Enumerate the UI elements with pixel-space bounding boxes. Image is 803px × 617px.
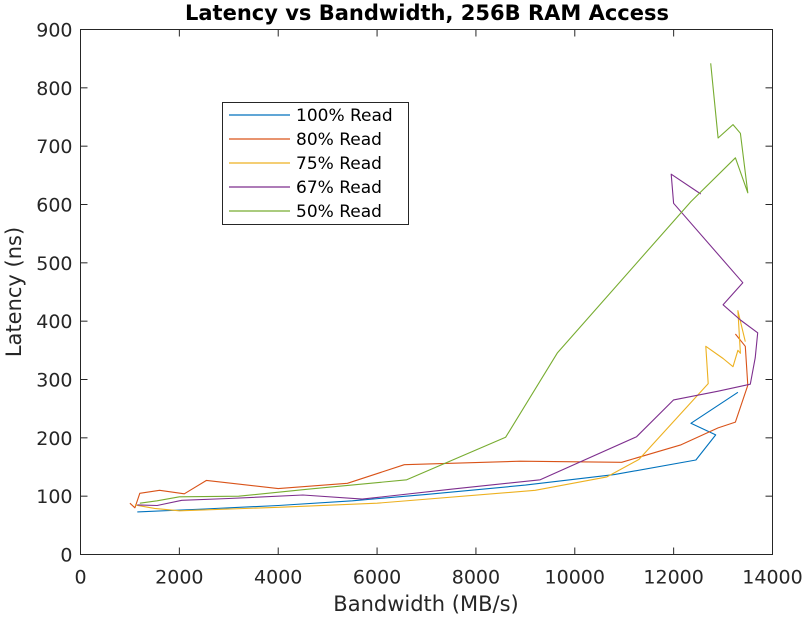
x-tick-label: 12000 [643, 567, 703, 589]
y-tick-label: 100 [36, 486, 72, 508]
x-tick-label: 8000 [452, 567, 500, 589]
series-line-1 [137, 391, 739, 513]
y-tick-label: 900 [36, 20, 72, 42]
y-tick-label: 200 [36, 428, 72, 450]
axes [80, 29, 773, 555]
legend-label-4: 67% Read [296, 178, 382, 198]
y-tick-label: 300 [36, 370, 72, 392]
plot-area [129, 63, 759, 513]
y-tick-label: 700 [36, 136, 72, 158]
ticks: 0 2000 4000 6000 8000 10000 12000 14000 0 100 200 3… [36, 20, 802, 589]
y-tick-label: 400 [36, 311, 72, 333]
y-tick-label: 0 [60, 545, 72, 567]
x-tick-label: 6000 [353, 567, 401, 589]
y-tick-label: 800 [36, 78, 72, 100]
series-line-2 [129, 333, 749, 509]
x-tick-label: 10000 [545, 567, 605, 589]
y-axis-label: Latency (ns) [2, 227, 26, 357]
legend: 100% Read 80% Read 75% Read 67% Read 50% Rea… [222, 102, 409, 225]
series-line-3 [134, 310, 746, 512]
x-tick-label: 14000 [742, 567, 802, 589]
x-tick-label: 0 [74, 567, 86, 589]
x-tick-label: 2000 [155, 567, 203, 589]
series-line-4 [137, 173, 759, 507]
legend-label-5: 50% Read [296, 202, 382, 222]
y-tick-label: 500 [36, 253, 72, 275]
axes-box [80, 29, 773, 555]
x-tick-label: 4000 [254, 567, 302, 589]
x-axis-label: Bandwidth (MB/s) [333, 592, 518, 616]
legend-label-3: 75% Read [296, 154, 382, 174]
legend-label-1: 100% Read [296, 106, 393, 126]
series-line-5 [139, 63, 749, 504]
y-tick-label: 600 [36, 195, 72, 217]
legend-label-2: 80% Read [296, 130, 382, 150]
chart-title: Latency vs Bandwidth, 256B RAM Access [185, 1, 669, 25]
